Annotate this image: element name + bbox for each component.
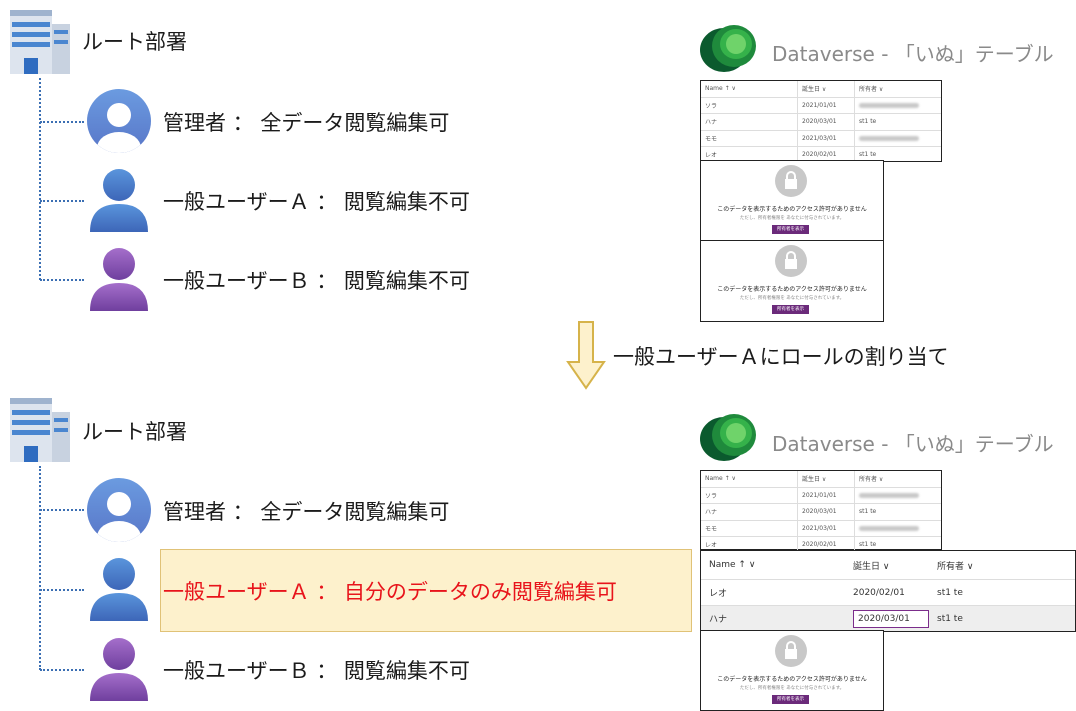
col-name[interactable]: Name ↑ ∨: [709, 560, 756, 570]
blurred-owner: [859, 492, 919, 498]
table-row[interactable]: レオ 2020/02/01 st1 te: [701, 579, 1075, 605]
blurred-owner: [859, 525, 919, 531]
department-label: ルート部署: [82, 420, 187, 444]
building-icon: [10, 398, 70, 462]
no-access-panel: このデータを表示するためのアクセス許可がありません ただし、所有者権限を あなた…: [700, 160, 884, 242]
show-owner-button[interactable]: 所有者を表示: [772, 225, 809, 234]
no-access-panel: このデータを表示するためのアクセス許可がありません ただし、所有者権限を あなた…: [700, 240, 884, 322]
lock-icon: [775, 635, 807, 667]
tree-line: [39, 466, 41, 670]
department-label: ルート部署: [82, 30, 187, 54]
user-b-icon: [88, 637, 150, 701]
lock-icon: [775, 245, 807, 277]
user-b-icon: [88, 247, 150, 311]
no-access-panel: このデータを表示するためのアクセス許可がありません ただし、所有者権限を あなた…: [700, 630, 884, 711]
table-row: ソラ 2021/01/01: [701, 96, 941, 113]
table-row: ハナ 2020/03/01 st1 te: [701, 503, 941, 520]
table-row: モモ 2021/03/01: [701, 519, 941, 536]
dataverse-logo-icon: [698, 22, 764, 74]
user-a-label: 一般ユーザーＡ ： 自分のデータのみ閲覧編集可: [163, 580, 617, 604]
admin-avatar-icon: [86, 477, 152, 543]
table-row: モモ 2021/03/01: [701, 129, 941, 146]
admin-table: Name ↑ ∨ 誕生日 ∨ 所有者 ∨ ソラ 2021/01/01 ハナ 20…: [700, 80, 942, 163]
table-row: レオ 2020/02/01 st1 te: [701, 536, 941, 553]
col-owner[interactable]: 所有者 ∨: [937, 561, 974, 572]
admin-label: 管理者 ： 全データ閲覧編集可: [163, 500, 450, 524]
tree-line: [39, 78, 41, 280]
col-birth[interactable]: 誕生日 ∨: [853, 561, 890, 572]
no-access-message: このデータを表示するためのアクセス許可がありません: [717, 206, 867, 213]
dataverse-title: Dataverse - 「いぬ」テーブル: [772, 42, 1054, 66]
user-a-table: Name ↑ ∨ 誕生日 ∨ 所有者 ∨ レオ 2020/02/01 st1 t…: [700, 550, 1076, 632]
table-row: ソラ 2021/01/01: [701, 486, 941, 503]
tree-branch: [40, 509, 84, 511]
highlight-box: [160, 549, 692, 632]
no-access-message: このデータを表示するためのアクセス許可がありません: [717, 676, 867, 683]
no-access-sub: ただし、所有者権限を あなたに付与されています。: [739, 296, 845, 301]
col-owner: 所有者 ∨: [859, 86, 884, 94]
tree-branch: [40, 121, 84, 123]
no-access-sub: ただし、所有者権限を あなたに付与されています。: [739, 216, 845, 221]
building-icon: [10, 10, 70, 74]
col-name: Name ↑ ∨: [701, 81, 798, 97]
user-b-label: 一般ユーザーＢ ： 閲覧編集不可: [163, 269, 470, 293]
no-access-sub: ただし、所有者権限を あなたに付与されています。: [739, 686, 845, 691]
admin-table: Name ↑ ∨ 誕生日 ∨ 所有者 ∨ ソラ 2021/01/01 ハナ 20…: [700, 470, 942, 553]
show-owner-button[interactable]: 所有者を表示: [772, 695, 809, 704]
col-birth: 誕生日 ∨: [798, 81, 855, 97]
table-row: レオ 2020/02/01 st1 te: [701, 146, 941, 163]
admin-label: 管理者 ： 全データ閲覧編集可: [163, 111, 450, 135]
dataverse-title: Dataverse - 「いぬ」テーブル: [772, 432, 1054, 456]
no-access-message: このデータを表示するためのアクセス許可がありません: [717, 286, 867, 293]
table-row: ハナ 2020/03/01 st1 te: [701, 113, 941, 130]
admin-avatar-icon: [86, 88, 152, 154]
blurred-owner: [859, 102, 919, 108]
down-arrow-icon: [566, 320, 606, 390]
table-row[interactable]: ハナ 2020/03/01 st1 te: [701, 605, 1075, 631]
user-b-label: 一般ユーザーＢ ： 閲覧編集不可: [163, 659, 470, 683]
user-a-label: 一般ユーザーＡ ： 閲覧編集不可: [163, 190, 470, 214]
user-a-icon: [88, 557, 150, 621]
dataverse-logo-icon: [698, 411, 764, 463]
tree-branch: [40, 669, 84, 671]
show-owner-button[interactable]: 所有者を表示: [772, 305, 809, 314]
lock-icon: [775, 165, 807, 197]
tree-branch: [40, 200, 84, 202]
date-input[interactable]: 2020/03/01: [849, 609, 933, 628]
role-assign-label: 一般ユーザーＡにロールの割り当て: [613, 345, 949, 369]
blurred-owner: [859, 135, 919, 141]
tree-branch: [40, 279, 84, 281]
tree-branch: [40, 589, 84, 591]
user-a-icon: [88, 168, 150, 232]
